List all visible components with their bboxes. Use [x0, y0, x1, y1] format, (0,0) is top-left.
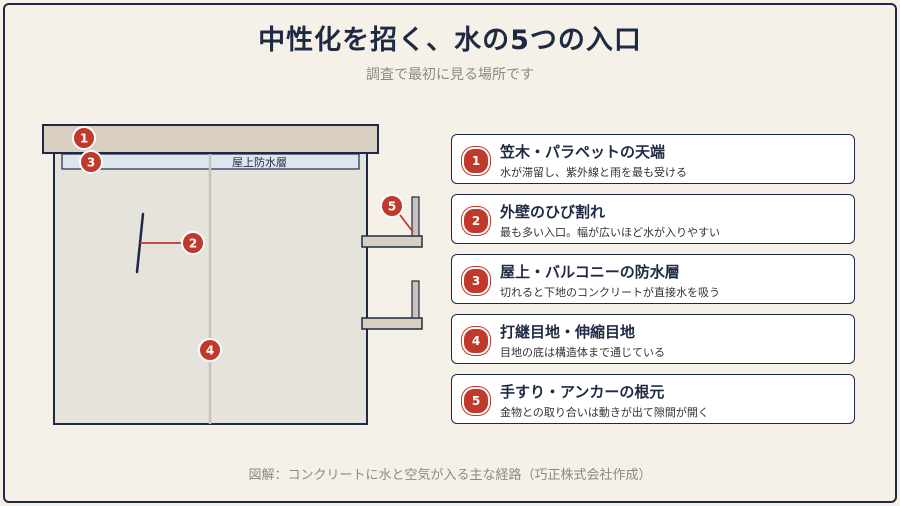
entry-description: 水が滞留し、紫外線と雨を最も受ける: [500, 166, 687, 179]
entry-number-badge: 3: [462, 267, 490, 295]
marker-5: 5: [380, 194, 404, 218]
entry-card-3: 3 屋上・バルコニーの防水層 切れると下地のコンクリートが直接水を吸う: [451, 254, 855, 304]
marker-1: 1: [72, 126, 96, 150]
entry-number-badge: 2: [462, 207, 490, 235]
balcony-slab-lower: [361, 317, 423, 330]
entry-number-badge: 1: [462, 147, 490, 175]
entry-description: 金物との取り合いは動きが出て隙間が開く: [500, 406, 709, 419]
entry-title: 外壁のひび割れ: [500, 203, 606, 221]
entry-card-4: 4 打継目地・伸縮目地 目地の底は構造体まで通じている: [451, 314, 855, 364]
entry-title: 笠木・パラペットの天端: [500, 143, 666, 161]
handrail-post-upper: [411, 196, 420, 237]
balcony-slab-upper: [361, 235, 423, 248]
entry-number-badge: 5: [462, 387, 490, 415]
entry-title: 手すり・アンカーの根元: [500, 383, 665, 401]
entry-description: 最も多い入口。幅が広いほど水が入りやすい: [500, 226, 720, 239]
entry-number-badge: 4: [462, 327, 490, 355]
entry-card-1: 1 笠木・パラペットの天端 水が滞留し、紫外線と雨を最も受ける: [451, 134, 855, 184]
svg-text:3: 3: [87, 156, 95, 170]
marker-4: 4: [198, 338, 222, 362]
marker-3: 3: [79, 150, 103, 174]
handrail-post-lower: [411, 280, 420, 319]
anchor-leader: [399, 214, 414, 233]
entry-title: 打継目地・伸縮目地: [500, 323, 636, 341]
entry-title: 屋上・バルコニーの防水層: [500, 263, 680, 281]
entry-card-2: 2 外壁のひび割れ 最も多い入口。幅が広いほど水が入りやすい: [451, 194, 855, 244]
svg-text:4: 4: [206, 344, 214, 358]
page-subtitle: 調査で最初に見る場所です: [366, 67, 534, 83]
entry-description: 切れると下地のコンクリートが直接水を吸う: [500, 286, 720, 299]
entry-card-5: 5 手すり・アンカーの根元 金物との取り合いは動きが出て隙間が開く: [451, 374, 855, 424]
svg-text:5: 5: [388, 200, 396, 214]
svg-text:2: 2: [189, 237, 197, 251]
waterproof-label: 屋上防水層: [232, 155, 287, 169]
svg-text:1: 1: [80, 132, 88, 146]
figure-caption: 図解：コンクリートに水と空気が入る主な経路（巧正株式会社作成）: [248, 468, 652, 483]
marker-2: 2: [181, 231, 205, 255]
page-title: 中性化を招く、水の5つの入口: [258, 25, 642, 56]
entry-description: 目地の底は構造体まで通じている: [500, 346, 665, 359]
coping-parapet: [42, 124, 379, 154]
